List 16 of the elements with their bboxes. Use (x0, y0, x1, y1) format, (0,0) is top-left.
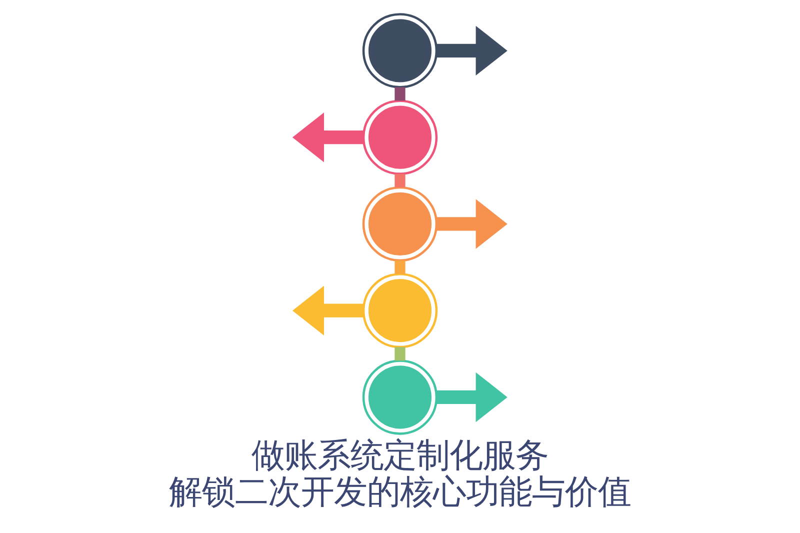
connector (394, 87, 406, 101)
arrow (292, 286, 364, 336)
arrow (292, 112, 364, 162)
diagram-title: 做账系统定制化服务 (252, 436, 548, 474)
arrow (436, 199, 508, 249)
node-circle (362, 360, 438, 435)
arrow (436, 26, 508, 76)
connector (394, 174, 406, 188)
arrow (436, 372, 508, 422)
connector (394, 347, 406, 361)
caption: 解锁二次开发的核心功能与价值 (169, 472, 631, 511)
node-circle (362, 186, 438, 262)
node-circle (362, 272, 438, 348)
node-circle (362, 13, 438, 88)
node-circle (362, 100, 438, 175)
connector (394, 260, 406, 274)
